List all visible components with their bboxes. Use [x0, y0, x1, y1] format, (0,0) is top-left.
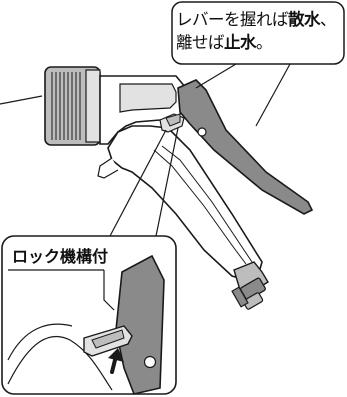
callout-line-1-bold: 散水 [288, 10, 321, 29]
trigger-lever [177, 79, 314, 215]
callout-line-2-bold: 止水 [224, 33, 257, 52]
lever-leader-line-2 [255, 63, 291, 127]
lever-leader-line-1 [195, 63, 237, 89]
callout-box-main [171, 1, 345, 65]
lever-pivot-icon [197, 127, 207, 137]
lock-leader-line-2 [155, 127, 179, 237]
up-right-arrow-icon [108, 348, 124, 374]
callout-line-2: 離せば止水。 [176, 31, 336, 54]
lock-label: ロック機構付 [12, 247, 109, 266]
callout-line-1-suffix: 、 [320, 10, 337, 29]
callout-line-1-prefix: レバーを握れば [176, 10, 289, 29]
nozzle-tip [231, 261, 269, 310]
lock-latch [159, 113, 185, 133]
callout-line-2-prefix: 離せば [176, 33, 225, 52]
lock-inset [1, 235, 177, 395]
left-leader-line [0, 95, 43, 105]
callout-line-1: レバーを握れば散水、 [176, 8, 337, 31]
callout-main-text: レバーを握れば散水、 離せば止水。 [176, 8, 337, 54]
lock-leader-line-1 [109, 129, 167, 237]
callout-line-2-suffix: 。 [256, 33, 273, 52]
coupling [44, 66, 101, 146]
